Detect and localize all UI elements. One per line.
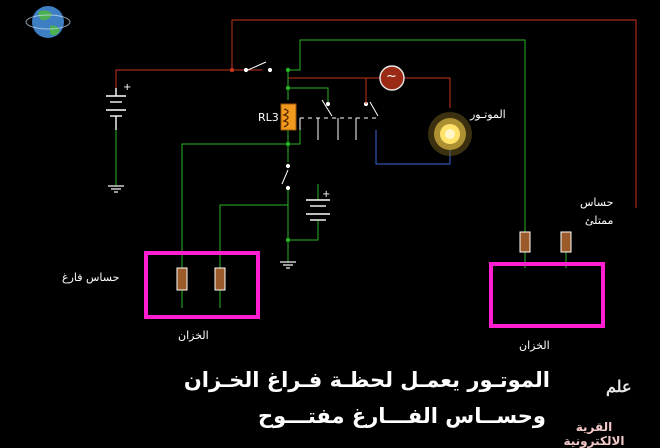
sensor-right-2 (560, 231, 572, 253)
battery-mid (306, 199, 330, 221)
globe-logo-icon (25, 6, 71, 38)
sensor-left-1 (176, 267, 188, 291)
junction-relay-top (285, 85, 291, 91)
main-switch (243, 61, 273, 73)
sensor-empty-label: حساس فارغ (62, 271, 120, 284)
relay-contacts (299, 99, 379, 140)
battery-mid-plus: + (322, 189, 331, 200)
junction-red (229, 67, 235, 73)
green-wires (115, 39, 567, 308)
sensor-full-label: حساس ممتلئ (580, 196, 614, 227)
logo-title: علم (606, 377, 632, 396)
lamp (428, 112, 472, 156)
red-wires (115, 19, 637, 208)
sensor-right-1 (519, 231, 531, 253)
junction-top (285, 67, 291, 73)
tank-right-label: الخزان (519, 339, 550, 352)
ground-mid (280, 261, 296, 269)
relay-coil (280, 103, 297, 131)
junction-bottom (285, 237, 291, 243)
battery-left-plus: + (123, 82, 132, 93)
battery-left (106, 88, 126, 130)
tank-right (489, 262, 605, 328)
logo-name: القرية الالكترونية (563, 420, 625, 448)
motor-symbol-label: ~ (386, 69, 397, 84)
sensor-left-2 (214, 267, 226, 291)
motor-symbol (379, 65, 405, 91)
tank-left-label: الخزان (178, 329, 209, 342)
tank-left (144, 251, 260, 319)
relay-label: RL3 (258, 111, 279, 124)
caption-line-2: وحســاس الفـــارغ مفتـــوح (258, 404, 546, 428)
ground-left (108, 185, 124, 193)
junction-relay-bottom (285, 141, 291, 147)
caption-line-1: الموتـور يعمـل لحظـة فـراغ الخـزان (183, 368, 550, 392)
sensor-switch (281, 163, 291, 191)
motor-label: الموتـور (470, 108, 506, 121)
